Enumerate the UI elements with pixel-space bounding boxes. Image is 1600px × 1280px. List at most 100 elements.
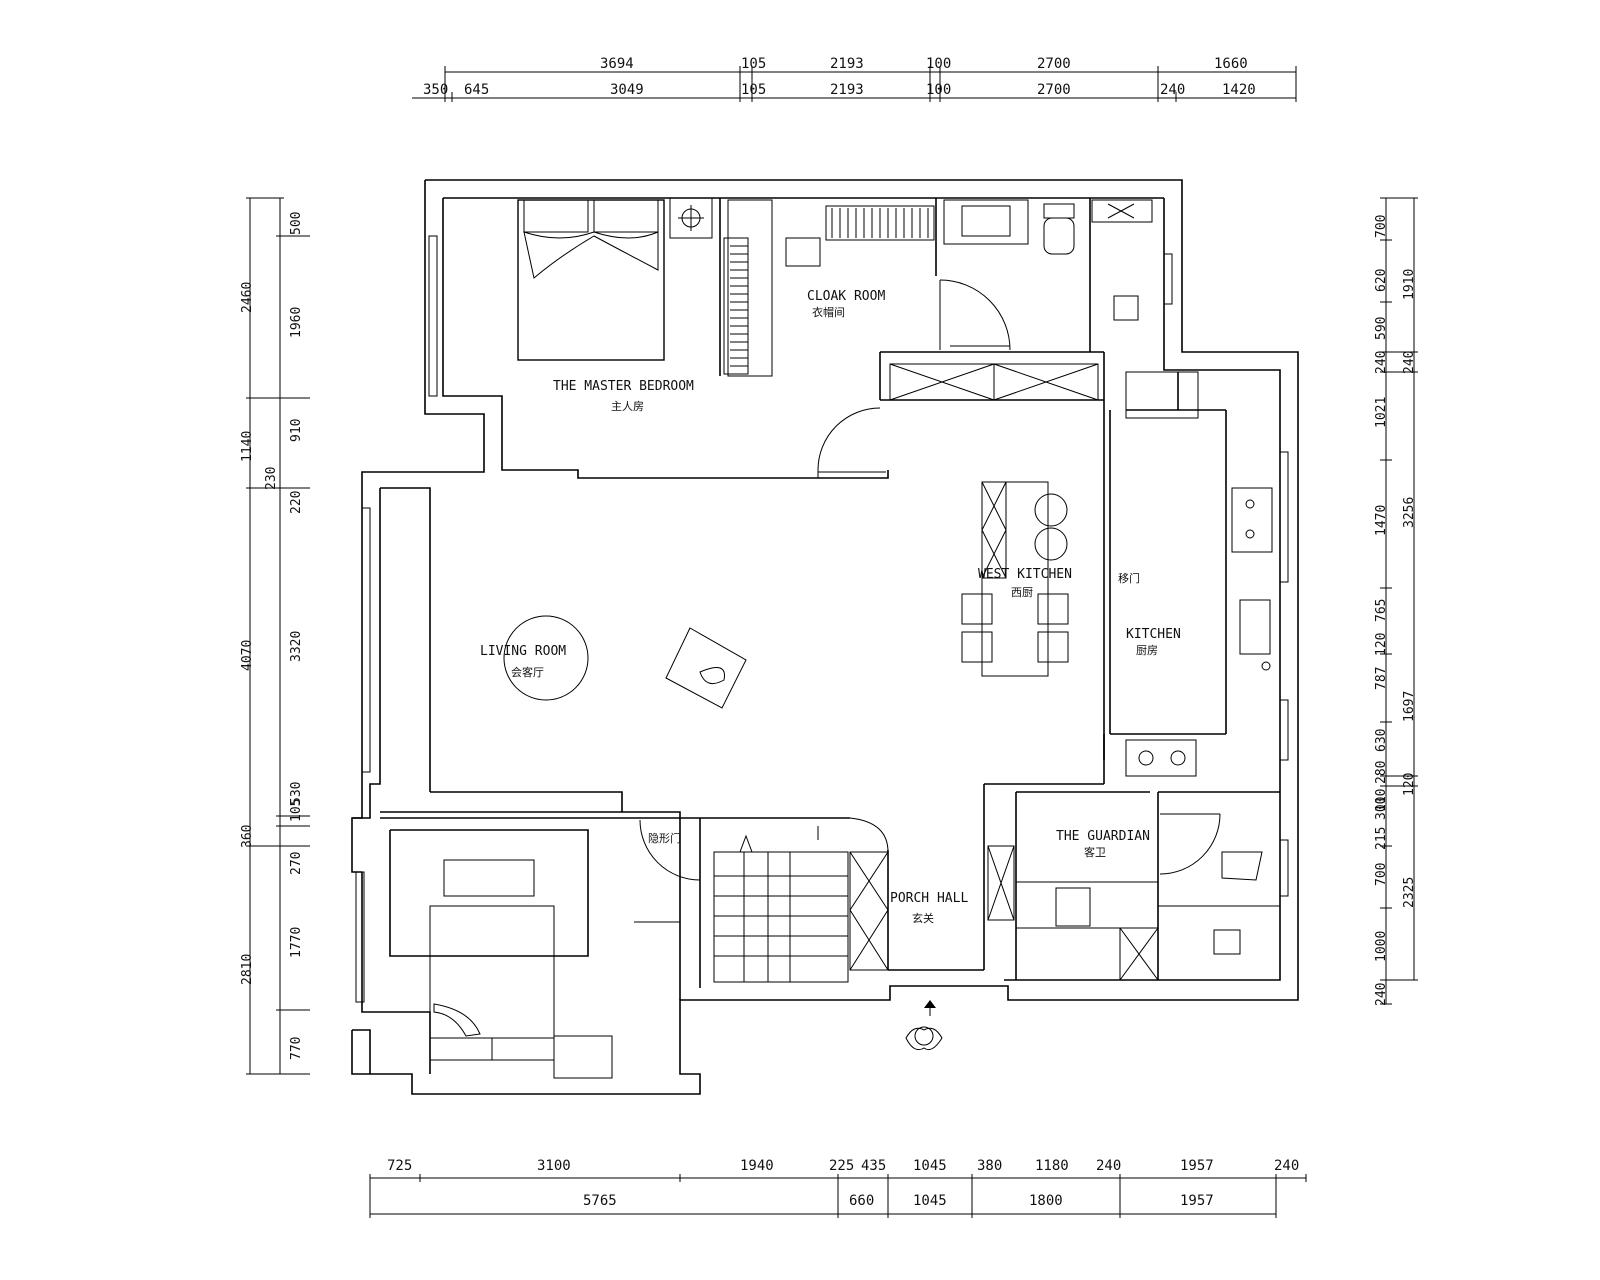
guest-bathroom [987, 845, 1280, 981]
dim-left-inner-7: 270 [289, 852, 304, 875]
dim-left-inner-4: 3320 [289, 631, 304, 662]
right-dimension-lines [1380, 197, 1418, 1005]
entrance-marker [905, 1000, 943, 1051]
dim-bottom-outer-6: 380 [977, 1158, 1002, 1174]
top-dimension-lines [412, 66, 1297, 102]
dim-bottom-outer-3: 225 [829, 1158, 854, 1174]
dim-right-inner-12: 300 [1374, 797, 1389, 820]
dim-right-outer-2: 3256 [1402, 497, 1417, 528]
dim-bottom-outer-8: 240 [1096, 1158, 1121, 1174]
dim-top-outer-0: 3694 [600, 56, 634, 72]
dim-right-inner-3: 240 [1374, 351, 1389, 374]
wardrobe-cabinet [889, 363, 1099, 401]
cloak-room-shelves [723, 199, 935, 377]
label-master-bedroom: THE MASTER BEDROOM [553, 379, 694, 394]
dim-bottom-outer-10: 240 [1274, 1158, 1299, 1174]
dim-left-outer-3: 4070 [240, 640, 255, 671]
staircase [713, 817, 889, 983]
living-room-furniture [503, 615, 747, 709]
dim-bottom-inner-4: 1957 [1180, 1193, 1214, 1209]
label-kitchen: KITCHEN [1126, 627, 1181, 642]
dim-right-inner-0: 700 [1374, 215, 1389, 238]
dim-right-outer-5: 215 [1374, 827, 1389, 850]
dim-right-inner-1: 620 [1374, 269, 1389, 292]
dim-bottom-inner-3: 1800 [1029, 1193, 1063, 1209]
dim-top-outer-2: 2193 [830, 56, 864, 72]
dim-right-outer-7: 240 [1374, 983, 1389, 1006]
bottom-dimension-lines [369, 1174, 1307, 1218]
dim-left-inner-2: 910 [289, 419, 304, 442]
dim-left-outer-0: 2460 [240, 282, 255, 313]
master-bed [517, 197, 713, 361]
dim-bottom-inner-2: 1045 [913, 1193, 947, 1209]
dim-left-outer-4: 360 [240, 825, 255, 848]
dim-bottom-outer-4: 435 [861, 1158, 886, 1174]
dim-left-outer-5: 2810 [240, 954, 255, 985]
dim-bottom-outer-9: 1957 [1180, 1158, 1214, 1174]
dim-left-inner-6: 530 [289, 782, 304, 805]
label-west-kitchen: WEST KITCHEN [978, 567, 1072, 582]
dim-left-inner-1: 1960 [289, 307, 304, 338]
label-kitchen-cn: 厨房 [1136, 644, 1158, 657]
dim-bottom-outer-5: 1045 [913, 1158, 947, 1174]
dim-top-inner-2: 3049 [610, 82, 644, 98]
dim-top-outer-3: 100 [926, 56, 951, 72]
interior-walls [699, 198, 1280, 988]
dim-top-inner-6: 2700 [1037, 82, 1071, 98]
dim-left-inner-3: 220 [289, 491, 304, 514]
dim-right-outer-4: 280 [1374, 761, 1389, 784]
dim-bottom-outer-0: 725 [387, 1158, 412, 1174]
exterior-walls [351, 179, 1299, 1095]
dim-bottom-inner-0: 5765 [583, 1193, 617, 1209]
west-kitchen-island [961, 481, 1069, 677]
dim-right-outer-3: 110 [1374, 789, 1389, 812]
label-guardian-cn: 客卫 [1084, 845, 1106, 859]
left-dimension-lines [246, 197, 310, 1075]
label-porch-hall: PORCH HALL [890, 891, 968, 906]
dim-right-inner-2: 590 [1374, 317, 1389, 340]
dim-right-inner-6: 765 [1374, 599, 1389, 622]
dim-right-outer-6: 2325 [1402, 877, 1417, 908]
label-guardian: THE GUARDIAN [1056, 829, 1150, 844]
dim-top-inner-0: 350 [423, 82, 448, 98]
dim-top-inner-8: 1420 [1222, 82, 1256, 98]
dim-bottom-outer-2: 1940 [740, 1158, 774, 1174]
dim-left-inner-0: 500 [289, 212, 304, 235]
windows [355, 235, 1289, 1003]
dim-top-inner-3: 105 [741, 82, 766, 98]
label-porch-hall-cn: 玄关 [912, 911, 934, 925]
dim-right-inner-5: 1470 [1374, 505, 1389, 536]
label-west-kitchen-cn: 西厨 [1011, 586, 1033, 599]
dim-right-inner-7: 120 [1374, 633, 1389, 656]
dim-top-outer-4: 2700 [1037, 56, 1071, 72]
dim-top-inner-4: 2193 [830, 82, 864, 98]
dim-top-inner-7: 240 [1160, 82, 1185, 98]
master-bathroom [943, 199, 1153, 321]
dim-top-outer-5: 1660 [1214, 56, 1248, 72]
dim-bottom-outer-7: 1180 [1035, 1158, 1069, 1174]
label-cloak-room-cn: 衣帽间 [812, 305, 845, 319]
dim-left-outer-2: 230 [264, 467, 279, 490]
dim-top-inner-1: 645 [464, 82, 489, 98]
label-living-room-cn: 会客厅 [511, 665, 544, 679]
door-swings [639, 279, 1221, 881]
dim-right-outer-0: 1910 [1402, 269, 1417, 300]
label-hidden-door-cn: 隐形门 [648, 831, 681, 845]
dim-right-inner-14: 1000 [1374, 931, 1389, 962]
second-bedroom [429, 859, 680, 1079]
dim-left-inner-5: 105 [289, 799, 304, 822]
label-master-bedroom-cn: 主人房 [611, 400, 644, 413]
dim-bottom-outer-1: 3100 [537, 1158, 571, 1174]
dim-left-inner-8: 1770 [289, 927, 304, 958]
dim-right-inner-10: 1697 [1402, 691, 1417, 722]
kitchen-counter [1125, 371, 1273, 777]
label-living-room: LIVING ROOM [480, 644, 566, 659]
dim-bottom-inner-1: 660 [849, 1193, 874, 1209]
label-sliding-door-cn: 移门 [1118, 571, 1140, 585]
dim-right-inner-8: 787 [1374, 667, 1389, 690]
dim-left-inner-9: 770 [289, 1037, 304, 1060]
dim-top-inner-5: 100 [926, 82, 951, 98]
dim-right-outer-1: 240 [1402, 351, 1417, 374]
